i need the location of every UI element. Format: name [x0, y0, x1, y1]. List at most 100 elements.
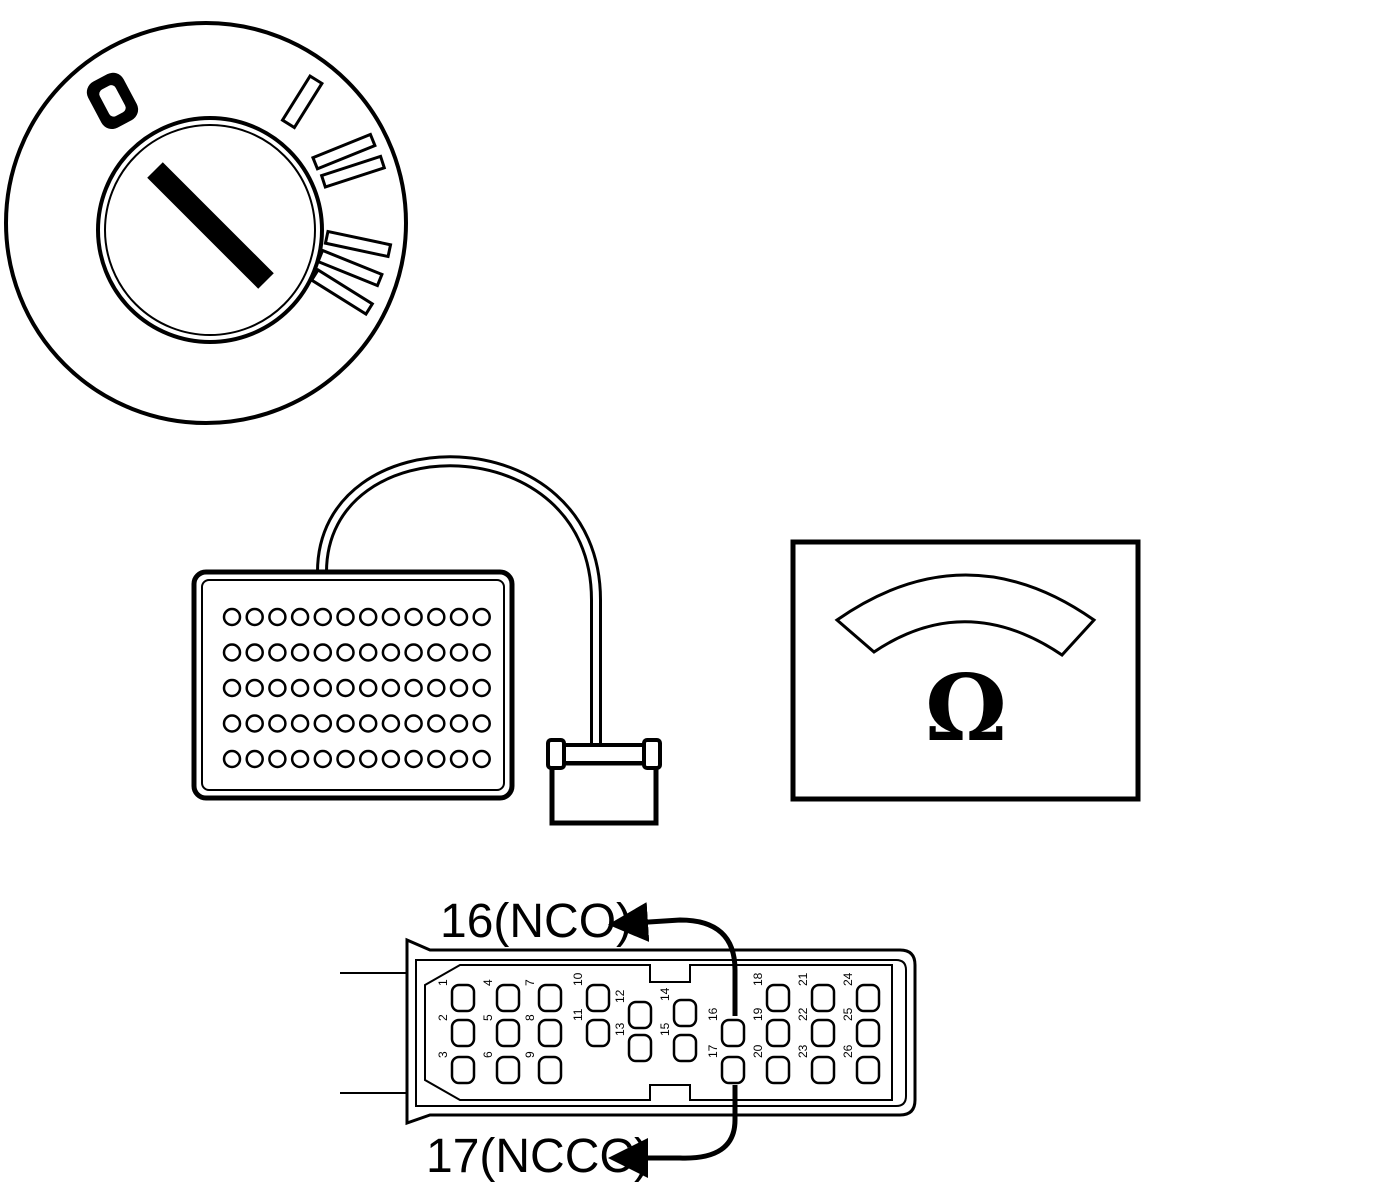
breakout-hole — [381, 678, 401, 698]
connector-pin — [810, 983, 836, 1013]
connector-pin — [672, 1033, 698, 1063]
label-pin-16: 16(NCO) — [440, 895, 632, 948]
pin-number-label: 12 — [613, 989, 627, 1003]
breakout-hole — [427, 714, 446, 733]
breakout-hole — [381, 643, 401, 662]
breakout-hole — [381, 749, 401, 769]
key-slot — [147, 162, 274, 289]
connector-pin — [627, 1033, 653, 1063]
breakout-hole — [404, 749, 423, 769]
breakout-hole — [268, 607, 287, 627]
breakout-hole — [290, 678, 310, 698]
pin-number-label: 11 — [571, 1008, 585, 1021]
breakout-hole — [290, 714, 310, 733]
label-pin-17: 17(NCCC) — [426, 1130, 650, 1183]
pin-number-label: 6 — [481, 1051, 495, 1058]
breakout-hole — [472, 678, 491, 698]
connector-pin — [537, 1055, 563, 1085]
connector-pin — [672, 998, 698, 1028]
connector-pin — [585, 1018, 611, 1048]
connector-pin — [495, 1055, 521, 1085]
breakout-hole — [222, 643, 242, 662]
breakout-hole — [358, 749, 378, 769]
breakout-box — [191, 455, 662, 826]
pin-number-label: 23 — [796, 1044, 810, 1058]
pin-number-label: 19 — [751, 1007, 765, 1021]
pin-number-label: 3 — [436, 1051, 450, 1058]
breakout-hole — [336, 607, 355, 627]
pin-number-label: 7 — [523, 979, 537, 986]
pin-number-label: 21 — [796, 972, 810, 986]
pin-number-label: 10 — [571, 972, 585, 986]
ohmmeter: Ω — [790, 539, 1141, 802]
connector-pin — [495, 1018, 521, 1048]
pin-number-label: 8 — [523, 1014, 537, 1021]
test-plug — [546, 738, 662, 826]
pin-number-label: 24 — [841, 972, 855, 986]
breakout-hole — [449, 678, 469, 698]
breakout-hole — [472, 643, 491, 662]
pin-number-label: 15 — [658, 1022, 672, 1036]
connector-pin — [537, 1018, 563, 1048]
position-one-marker — [280, 73, 324, 130]
connector-pin — [585, 983, 611, 1013]
breakout-hole — [313, 607, 333, 627]
connector-pin — [765, 983, 791, 1013]
pin-number-label: 22 — [796, 1007, 810, 1021]
ohm-symbol: Ω — [925, 654, 1007, 762]
breakout-hole — [358, 678, 378, 698]
breakout-hole — [245, 678, 264, 698]
breakout-hole — [404, 607, 423, 627]
breakout-hole — [245, 607, 264, 627]
breakout-hole — [427, 678, 446, 698]
pin-number-label: 4 — [481, 979, 495, 986]
breakout-hole — [358, 714, 378, 733]
pin-number-label: 18 — [751, 972, 765, 986]
breakout-hole — [358, 643, 378, 662]
breakout-hole — [404, 643, 423, 662]
pin-number-label: 13 — [613, 1022, 627, 1036]
pin-number-label: 26 — [841, 1044, 855, 1058]
pin-number-label: 9 — [523, 1051, 537, 1058]
breakout-hole — [268, 749, 287, 769]
connector-pin — [495, 983, 521, 1013]
connector-pin — [810, 1018, 836, 1048]
ignition-switch — [4, 21, 408, 425]
breakout-hole — [449, 607, 469, 627]
arrow-to-pin-17 — [608, 1085, 738, 1178]
connector-pin — [450, 1018, 476, 1048]
arrow-to-pin-16 — [608, 902, 738, 1016]
breakout-hole — [336, 714, 355, 733]
pin-number-label: 20 — [751, 1044, 765, 1058]
connector-pin — [855, 1018, 881, 1048]
breakout-hole — [313, 678, 333, 698]
connector-pin — [720, 1018, 746, 1048]
breakout-hole — [449, 643, 469, 662]
position-two-marker — [310, 132, 387, 189]
position-zero-marker — [86, 72, 139, 129]
breakout-hole — [336, 678, 355, 698]
pin-number-label: 25 — [841, 1007, 855, 1021]
connector-pin — [627, 1000, 653, 1030]
breakout-hole — [472, 749, 491, 769]
ohmmeter-scale — [834, 573, 1097, 657]
breakout-hole — [449, 714, 469, 733]
breakout-hole-grid — [222, 607, 491, 769]
connector-face — [424, 964, 893, 1101]
breakout-hole — [472, 714, 491, 733]
connector-pin — [720, 1055, 746, 1085]
breakout-hole — [222, 607, 242, 627]
connector-pin — [855, 1055, 881, 1085]
breakout-hole — [381, 607, 401, 627]
position-three-marker — [309, 229, 393, 317]
connector-pin — [450, 983, 476, 1013]
breakout-hole — [313, 749, 333, 769]
breakout-hole — [313, 714, 333, 733]
breakout-hole — [268, 714, 287, 733]
connector-pin — [537, 983, 563, 1013]
breakout-hole — [404, 714, 423, 733]
breakout-hole — [222, 714, 242, 733]
connector-pin — [855, 983, 881, 1013]
breakout-hole — [245, 643, 264, 662]
